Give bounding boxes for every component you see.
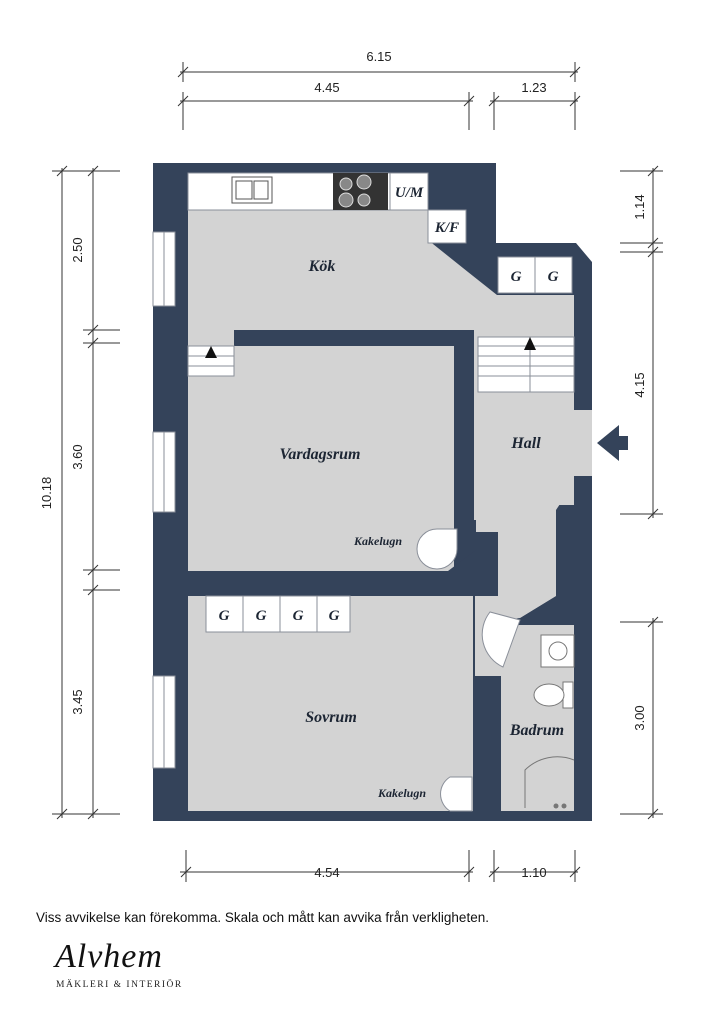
- dim-top-right: 1.23: [521, 80, 546, 95]
- toilet-icon: [533, 683, 565, 707]
- kf-box: [427, 209, 467, 244]
- wardrobe-label: G: [548, 269, 559, 285]
- brand-tagline: MÄKLERI & INTERIÖR: [56, 980, 183, 990]
- dim-top-left: 4.45: [314, 80, 339, 95]
- room-label-bathroom: Badrum: [509, 722, 564, 739]
- entrance-arrow-icon: [597, 425, 628, 461]
- stairs-hall: [477, 336, 575, 393]
- stair-arrow-icon: [205, 346, 217, 358]
- living-floor: [188, 346, 454, 571]
- dim-bottom-left: 4.54: [314, 865, 339, 880]
- um-box: [389, 172, 429, 211]
- wardrobe-label: G: [219, 608, 230, 624]
- bedroom-wardrobes: G G G G: [205, 595, 351, 633]
- room-label-kitchen: Kök: [308, 258, 336, 275]
- dim-left-upper: 2.50: [70, 237, 85, 262]
- disclaimer-text: Viss avvikelse kan förekomma. Skala och …: [36, 910, 489, 925]
- dim-bottom-right: 1.10: [521, 865, 546, 880]
- hall-floor-lower: [474, 390, 592, 596]
- dimension-lines: [52, 62, 663, 882]
- room-label-living: Vardagsrum: [280, 446, 361, 463]
- dim-top-total: 6.15: [366, 49, 391, 64]
- tiled-stove-icon: [416, 528, 458, 570]
- kf-label: K/F: [434, 220, 459, 236]
- wardrobe-label: G: [511, 269, 522, 285]
- dim-right-middle: 4.15: [632, 372, 647, 397]
- brand-logo: Alvhem: [55, 938, 163, 975]
- wardrobe-label: G: [293, 608, 304, 624]
- stove-label-bedroom: Kakelugn: [377, 786, 426, 800]
- dim-right-lower: 3.00: [632, 705, 647, 730]
- hall-wardrobes: G G: [497, 256, 573, 294]
- dim-left-total: 10.18: [39, 477, 54, 510]
- stair-arrow-icon: [524, 337, 536, 350]
- washbasin-icon: [540, 634, 575, 668]
- dim-left-middle: 3.60: [70, 444, 85, 469]
- shower-icon: [524, 756, 575, 808]
- um-label: U/M: [395, 185, 424, 201]
- stove-label-living: Kakelugn: [353, 534, 402, 548]
- dim-left-lower: 3.45: [70, 689, 85, 714]
- door-swing-icon: [481, 611, 521, 668]
- tiled-stove-icon: [440, 776, 473, 812]
- dim-right-upper: 1.14: [632, 194, 647, 219]
- room-label-bedroom: Sovrum: [305, 709, 357, 726]
- wardrobe-label: G: [329, 608, 340, 624]
- room-label-hall: Hall: [510, 435, 541, 452]
- windows: [152, 231, 176, 769]
- kitchen-floor: [188, 173, 574, 334]
- interior-walls: [188, 173, 592, 821]
- wardrobe-label: G: [256, 608, 267, 624]
